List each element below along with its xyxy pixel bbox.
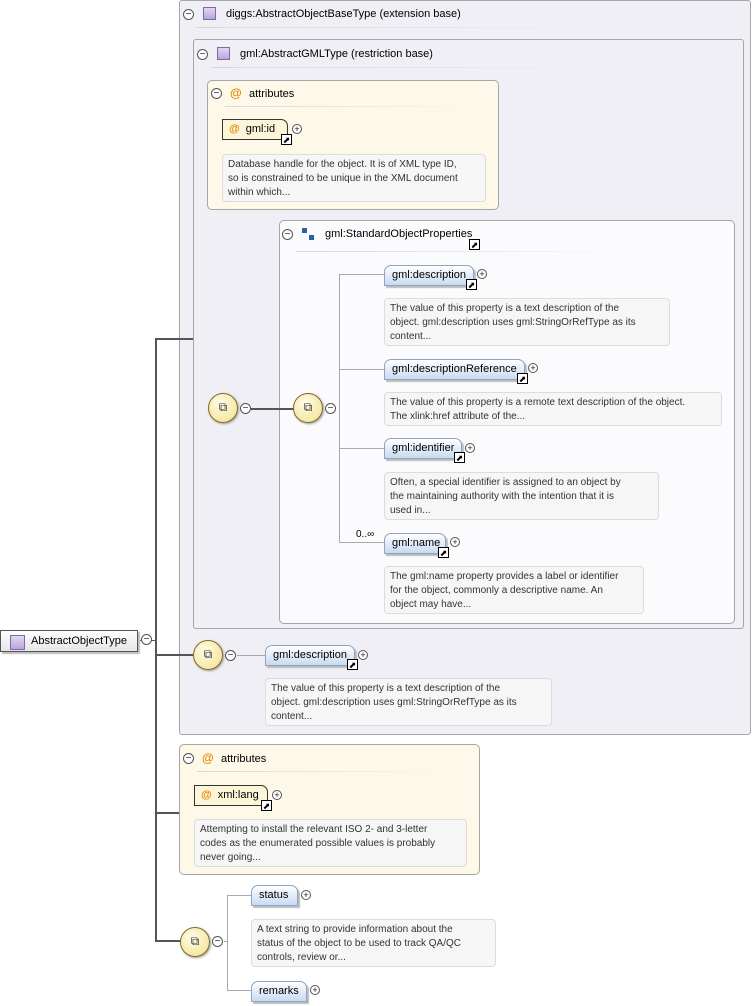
attribute-documentation: Database handle for the object. It is of… xyxy=(222,154,486,202)
attributes-header: attributes xyxy=(249,88,295,100)
collapse-icon[interactable]: − xyxy=(225,650,236,661)
collapse-icon[interactable]: − xyxy=(211,88,222,99)
group-label: gml:StandardObjectProperties xyxy=(325,228,473,240)
divider xyxy=(296,251,636,252)
expand-icon[interactable]: + xyxy=(477,269,487,279)
collapse-icon[interactable]: − xyxy=(212,936,223,947)
root-label: AbstractObjectType xyxy=(31,635,127,647)
element-documentation: The value of this property is a remote t… xyxy=(384,392,722,426)
expand-icon[interactable]: + xyxy=(310,985,320,995)
collapse-icon[interactable]: − xyxy=(183,753,194,764)
expand-icon[interactable]: + xyxy=(272,790,282,800)
attribute-name: gml:id xyxy=(245,123,276,135)
divider xyxy=(211,67,611,68)
link-icon[interactable]: ⬈ xyxy=(438,547,449,558)
collapse-icon[interactable]: − xyxy=(183,9,194,20)
attribute-documentation: Attempting to install the relevant ISO 2… xyxy=(194,819,467,867)
element-gml-description[interactable]: gml:description xyxy=(265,645,355,666)
divider xyxy=(197,771,447,772)
collapse-icon[interactable]: − xyxy=(141,634,152,645)
link-icon[interactable]: ⬈ xyxy=(466,279,477,290)
collapse-icon[interactable]: − xyxy=(282,229,293,240)
attribute-xml-lang[interactable]: @ xml:lang xyxy=(194,785,268,806)
attribute-icon: @ xyxy=(230,86,242,100)
attribute-gml-id[interactable]: @ gml:id xyxy=(222,119,288,140)
link-icon[interactable]: ⬈ xyxy=(469,239,480,250)
sequence-icon[interactable]: ⧉ xyxy=(293,393,323,423)
divider xyxy=(197,27,617,28)
element-gml-descriptionreference[interactable]: gml:descriptionReference xyxy=(384,359,525,380)
attribute-icon: @ xyxy=(202,751,214,765)
element-gml-identifier[interactable]: gml:identifier xyxy=(384,438,462,459)
extension-base-label: diggs:AbstractObjectBaseType (extension … xyxy=(226,8,461,20)
complex-type-icon xyxy=(217,47,230,60)
element-gml-description[interactable]: gml:description xyxy=(384,265,474,286)
expand-icon[interactable]: + xyxy=(358,650,368,660)
occurrence-label: 0..∞ xyxy=(356,529,375,540)
collapse-icon[interactable]: − xyxy=(325,403,336,414)
element-documentation: Often, a special identifier is assigned … xyxy=(384,472,659,520)
divider xyxy=(225,106,475,107)
expand-icon[interactable]: + xyxy=(301,890,311,900)
element-status[interactable]: status xyxy=(251,885,298,906)
group-icon xyxy=(302,228,314,240)
restriction-base-label: gml:AbstractGMLType (restriction base) xyxy=(240,48,433,60)
expand-icon[interactable]: + xyxy=(292,124,302,134)
element-documentation: The value of this property is a text des… xyxy=(384,298,670,346)
attribute-icon: @ xyxy=(201,789,212,801)
complex-type-icon xyxy=(203,7,216,20)
attribute-icon: @ xyxy=(229,123,240,135)
sequence-icon[interactable]: ⧉ xyxy=(208,393,238,423)
element-gml-name[interactable]: gml:name xyxy=(384,533,446,554)
root-element[interactable]: AbstractObjectType xyxy=(0,630,138,652)
link-icon[interactable]: ⬈ xyxy=(261,800,272,811)
expand-icon[interactable]: + xyxy=(465,443,475,453)
expand-icon[interactable]: + xyxy=(450,537,460,547)
element-documentation: The value of this property is a text des… xyxy=(265,678,552,726)
attributes-header: attributes xyxy=(221,753,267,765)
complex-type-icon xyxy=(10,635,25,650)
link-icon[interactable]: ⬈ xyxy=(347,659,358,670)
element-documentation: The gml:name property provides a label o… xyxy=(384,566,644,614)
collapse-icon[interactable]: − xyxy=(240,403,251,414)
element-remarks[interactable]: remarks xyxy=(251,981,307,1002)
link-icon[interactable]: ⬈ xyxy=(454,452,465,463)
link-icon[interactable]: ⬈ xyxy=(517,373,528,384)
attribute-name: xml:lang xyxy=(217,789,259,801)
sequence-icon[interactable]: ⧉ xyxy=(193,640,223,670)
collapse-icon[interactable]: − xyxy=(197,49,208,60)
element-documentation: A text string to provide information abo… xyxy=(251,919,496,967)
expand-icon[interactable]: + xyxy=(528,363,538,373)
sequence-icon[interactable]: ⧉ xyxy=(180,927,210,957)
link-icon[interactable]: ⬈ xyxy=(281,134,292,145)
